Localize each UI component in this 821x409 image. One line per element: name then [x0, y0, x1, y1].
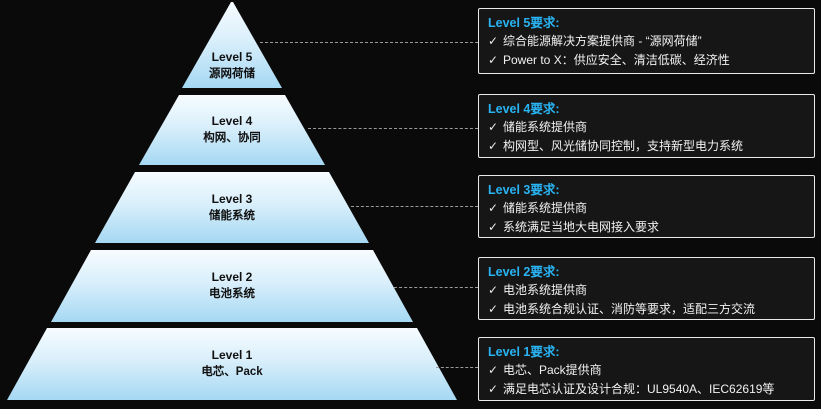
- requirement-title: Level 2要求:: [488, 265, 560, 279]
- check-icon: ✓: [488, 138, 499, 153]
- bullet-text: 电池系统合规认证、消防等要求，适配三方交流: [503, 301, 756, 316]
- connector-line-level-1: [436, 367, 478, 368]
- tier-level-label: Level 1: [211, 348, 253, 363]
- requirement-bullet: ✓ 综合能源解决方案提供商 - “源网荷储”: [488, 32, 805, 51]
- check-icon: ✓: [488, 301, 499, 316]
- connector-line-level-2: [394, 287, 478, 288]
- requirement-bullet: ✓ 储能系统提供商: [488, 199, 805, 218]
- tier-level-label: Level 3: [211, 191, 253, 206]
- tier-level-label: Level 2: [211, 270, 253, 285]
- tier-sublabel: 电池系统: [209, 288, 255, 301]
- tier-level-label: Level 5: [211, 49, 253, 64]
- requirement-bullet: ✓ 电池系统提供商: [488, 281, 805, 300]
- connector-line-level-4: [308, 128, 478, 129]
- pyramid-tier-level-4: Level 4 构网、协同: [139, 95, 325, 165]
- pyramid-tier-level-5: Level 5 源网荷储: [182, 2, 282, 88]
- requirement-title: Level 3要求:: [488, 183, 560, 197]
- bullet-text: Power to X：供应安全、清洁低碳、经济性: [503, 52, 730, 67]
- requirement-bullet: ✓ Power to X：供应安全、清洁低碳、经济性: [488, 51, 805, 70]
- tier-sublabel: 储能系统: [209, 209, 255, 222]
- requirement-box-level-3: Level 3要求: ✓ 储能系统提供商 ✓ 系统满足当地大电网接入要求: [478, 175, 815, 238]
- requirement-title: Level 5要求:: [488, 16, 560, 30]
- bullet-text: 电芯、Pack提供商: [503, 363, 602, 378]
- requirement-box-level-2: Level 2要求: ✓ 电池系统提供商 ✓ 电池系统合规认证、消防等要求，适配…: [478, 257, 815, 320]
- requirement-bullet: ✓ 构网型、风光储协同控制，支持新型电力系统: [488, 137, 805, 156]
- bullet-text: 满足电芯认证及设计合规：UL9540A、IEC62619等: [503, 381, 775, 396]
- requirement-bullet: ✓ 系统满足当地大电网接入要求: [488, 218, 805, 237]
- check-icon: ✓: [488, 201, 499, 216]
- requirement-bullet: ✓ 储能系统提供商: [488, 118, 805, 137]
- bullet-text: 综合能源解决方案提供商 - “源网荷储”: [503, 34, 702, 49]
- pyramid-tier-level-3: Level 3 储能系统: [95, 172, 369, 243]
- check-icon: ✓: [488, 283, 499, 298]
- tier-level-label: Level 4: [211, 114, 253, 129]
- check-icon: ✓: [488, 34, 499, 49]
- tier-sublabel: 电芯、Pack: [201, 366, 263, 379]
- requirement-title: Level 1要求:: [488, 345, 560, 359]
- tier-sublabel: 构网、协同: [203, 132, 261, 145]
- requirement-title: Level 4要求:: [488, 102, 560, 116]
- pyramid-tier-level-1: Level 1 电芯、Pack: [7, 328, 457, 400]
- check-icon: ✓: [488, 120, 499, 135]
- connector-line-level-5: [260, 42, 478, 43]
- requirement-box-level-4: Level 4要求: ✓ 储能系统提供商 ✓ 构网型、风光储协同控制，支持新型电…: [478, 94, 815, 158]
- check-icon: ✓: [488, 381, 499, 396]
- requirement-bullet: ✓ 电池系统合规认证、消防等要求，适配三方交流: [488, 300, 805, 319]
- bullet-text: 构网型、风光储协同控制，支持新型电力系统: [503, 138, 744, 153]
- tier-sublabel: 源网荷储: [209, 67, 255, 80]
- requirement-bullet: ✓ 电芯、Pack提供商: [488, 361, 805, 380]
- check-icon: ✓: [488, 52, 499, 67]
- connector-line-level-3: [351, 206, 478, 207]
- requirement-box-level-1: Level 1要求: ✓ 电芯、Pack提供商 ✓ 满足电芯认证及设计合规：UL…: [478, 337, 815, 401]
- pyramid-tier-level-2: Level 2 电池系统: [51, 250, 413, 322]
- check-icon: ✓: [488, 363, 499, 378]
- bullet-text: 电池系统提供商: [503, 283, 588, 298]
- requirement-bullet: ✓ 满足电芯认证及设计合规：UL9540A、IEC62619等: [488, 380, 805, 399]
- bullet-text: 储能系统提供商: [503, 120, 588, 135]
- bullet-text: 系统满足当地大电网接入要求: [503, 219, 660, 234]
- bullet-text: 储能系统提供商: [503, 201, 588, 216]
- requirement-box-level-5: Level 5要求: ✓ 综合能源解决方案提供商 - “源网荷储” ✓ Powe…: [478, 8, 815, 74]
- check-icon: ✓: [488, 219, 499, 234]
